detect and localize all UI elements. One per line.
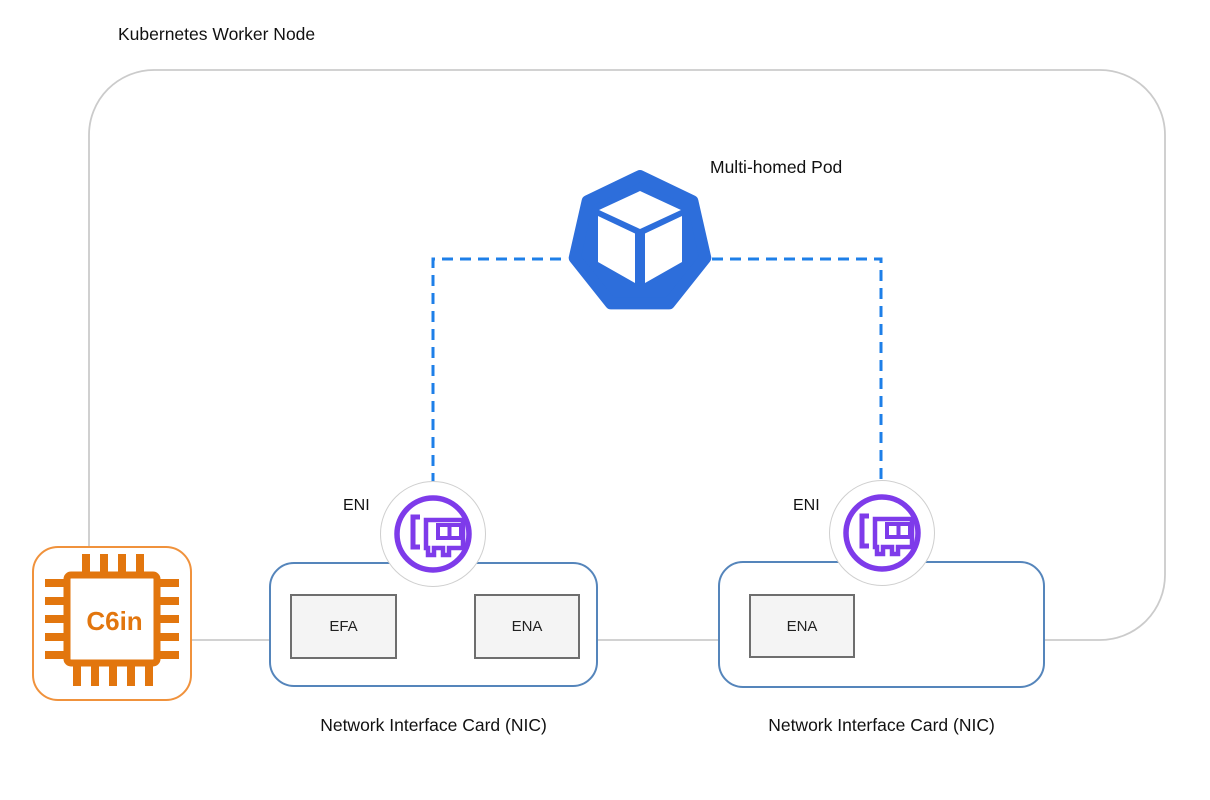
cpu-chip-icon xyxy=(45,554,179,686)
efa-adapter-box: EFA xyxy=(290,594,397,659)
instance-type-label: C6in xyxy=(86,606,143,636)
network-interface-icon xyxy=(842,493,921,572)
nic-left-label: Network Interface Card (NIC) xyxy=(320,715,547,735)
pod-to-right-eni-connector xyxy=(712,257,883,484)
worker-node-title: Kubernetes Worker Node xyxy=(118,24,316,44)
worker-node-boundary-box xyxy=(88,69,1166,641)
eni-left-node xyxy=(380,481,486,587)
pod-to-left-eni-connector xyxy=(431,257,566,484)
eni-right-node xyxy=(829,480,935,586)
adapter-label: ENA xyxy=(511,618,543,635)
eni-left-label: ENI xyxy=(343,497,370,514)
nic-right-label: Network Interface Card (NIC) xyxy=(768,715,995,735)
adapter-label: EFA xyxy=(329,618,358,635)
kubernetes-pod-icon xyxy=(568,170,712,310)
eni-right-label: ENI xyxy=(793,497,820,514)
ena-adapter-box: ENA xyxy=(749,594,855,658)
nic-left-box: EFA ENA xyxy=(269,562,598,687)
network-interface-icon xyxy=(393,494,472,573)
pod-label: Multi-homed Pod xyxy=(710,157,843,177)
c6in-instance-node: C6in xyxy=(32,546,192,701)
adapter-label: ENA xyxy=(786,617,818,635)
ena-adapter-box: ENA xyxy=(474,594,580,659)
